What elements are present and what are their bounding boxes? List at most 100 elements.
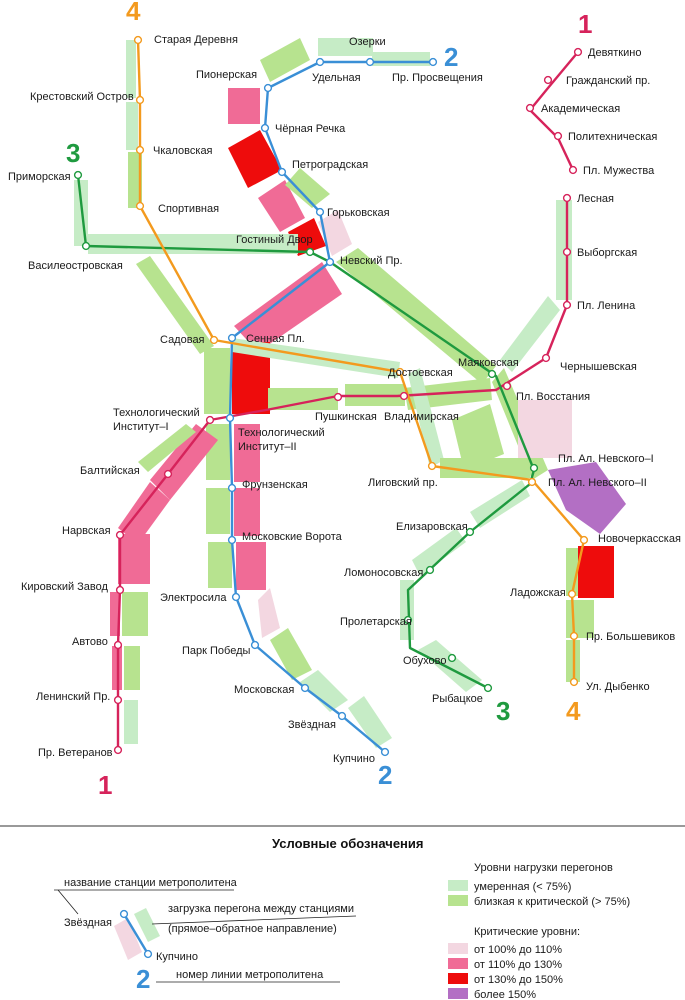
station-frunzenskaya[interactable] bbox=[227, 483, 237, 493]
label-primorskaya: Приморская bbox=[8, 171, 71, 183]
station-ozerki[interactable] bbox=[365, 57, 375, 67]
station-baltiyskaya[interactable] bbox=[163, 469, 173, 479]
load-band bbox=[440, 458, 530, 478]
load-band bbox=[118, 534, 150, 584]
load-band bbox=[234, 488, 260, 536]
load-band bbox=[578, 546, 614, 598]
station-lenina[interactable] bbox=[562, 300, 572, 310]
station-obukhovo[interactable] bbox=[447, 653, 457, 663]
station-vosstaniya[interactable] bbox=[502, 381, 512, 391]
load-band bbox=[318, 210, 352, 256]
station-dybenko[interactable] bbox=[569, 677, 579, 687]
station-nevsky[interactable] bbox=[325, 257, 335, 267]
station-lesnaya[interactable] bbox=[562, 193, 572, 203]
station-elizarovskaya[interactable] bbox=[465, 527, 475, 537]
load-band bbox=[136, 256, 214, 354]
label-devyatkino: Девяткино bbox=[588, 47, 641, 59]
label-gorkovskaya: Горьковская bbox=[327, 207, 390, 219]
station-chkalovskaya[interactable] bbox=[135, 145, 145, 155]
load-band bbox=[206, 424, 230, 480]
label-chyornaya: Чёрная Речка bbox=[275, 123, 346, 135]
station-veteranov[interactable] bbox=[113, 745, 123, 755]
station-novocherkasskaya[interactable] bbox=[579, 535, 589, 545]
station-prosvescheniya[interactable] bbox=[428, 57, 438, 67]
station-pushkinskaya[interactable] bbox=[333, 392, 343, 402]
station-primorskaya[interactable] bbox=[73, 170, 83, 180]
station-parkpobedy[interactable] bbox=[250, 640, 260, 650]
station-ligovsky[interactable] bbox=[427, 461, 437, 471]
station-tekhnolog2[interactable] bbox=[225, 413, 235, 423]
station-bolshevikov[interactable] bbox=[569, 631, 579, 641]
legend-title: Условные обозначения bbox=[272, 836, 423, 851]
station-nevskogo2[interactable] bbox=[527, 477, 537, 487]
station-kirovsky[interactable] bbox=[115, 585, 125, 595]
station-sennaya[interactable] bbox=[227, 333, 237, 343]
label-vladimirskaya: Владимирская bbox=[384, 411, 459, 423]
station-sadovaya[interactable] bbox=[209, 335, 219, 345]
station-leninsky[interactable] bbox=[113, 695, 123, 705]
station-ladozhskaya[interactable] bbox=[567, 589, 577, 599]
label-tekhnolog2-a: Технологический bbox=[238, 427, 325, 439]
station-muzhestva[interactable] bbox=[568, 165, 578, 175]
station-sportivnaya[interactable] bbox=[135, 201, 145, 211]
label-pushkinskaya: Пушкинская bbox=[315, 411, 377, 423]
station-chyornaya[interactable] bbox=[260, 123, 270, 133]
legend-sample-station-2 bbox=[143, 949, 153, 959]
station-gorkovskaya[interactable] bbox=[315, 207, 325, 217]
station-gostiny[interactable] bbox=[305, 247, 315, 257]
station-krestovsky[interactable] bbox=[135, 95, 145, 105]
label-tekhnolog1-a: Технологический bbox=[113, 407, 200, 419]
station-akademicheskaya[interactable] bbox=[525, 103, 535, 113]
label-sennaya: Сенная Пл. bbox=[246, 333, 305, 345]
station-vasileostrovskaya[interactable] bbox=[81, 241, 91, 251]
label-narvskaya: Нарвская bbox=[62, 525, 111, 537]
station-elektrosila[interactable] bbox=[231, 592, 241, 602]
station-mosvorota[interactable] bbox=[227, 535, 237, 545]
station-pionerskaya[interactable] bbox=[263, 83, 273, 93]
load-band bbox=[206, 488, 230, 534]
label-tekhnolog1-b: Институт–I bbox=[113, 421, 169, 433]
station-vyborgskaya[interactable] bbox=[562, 247, 572, 257]
station-rybatskoye[interactable] bbox=[483, 683, 493, 693]
station-staraya[interactable] bbox=[133, 35, 143, 45]
station-narvskaya[interactable] bbox=[115, 530, 125, 540]
station-proletarskaya[interactable] bbox=[403, 615, 413, 625]
label-ligovsky: Лиговский пр. bbox=[368, 477, 438, 489]
station-chernyshevskaya[interactable] bbox=[541, 353, 551, 363]
station-kupchino[interactable] bbox=[380, 747, 390, 757]
load-band bbox=[138, 424, 196, 472]
legend-example-station-2: Купчино bbox=[156, 951, 198, 963]
label-zvyozdnaya: Звёздная bbox=[288, 719, 336, 731]
legend-swatch-near-critical bbox=[448, 895, 468, 906]
legend-load-note-2: (прямое–обратное направление) bbox=[168, 923, 337, 935]
line-number-2-north: 2 bbox=[444, 42, 458, 72]
label-elizarovskaya: Елизаровская bbox=[396, 521, 468, 533]
station-lomonosovskaya[interactable] bbox=[425, 565, 435, 575]
load-band bbox=[260, 38, 310, 82]
load-band bbox=[566, 600, 594, 638]
station-vladimirskaya[interactable] bbox=[399, 391, 409, 401]
station-tekhnolog1[interactable] bbox=[205, 415, 215, 425]
label-rybatskoye: Рыбацкое bbox=[432, 693, 483, 705]
station-nevskogo1[interactable] bbox=[529, 463, 539, 473]
label-krestovsky: Крестовский Остров bbox=[30, 91, 134, 103]
station-politekhnicheskaya[interactable] bbox=[553, 131, 563, 141]
station-moskovskaya[interactable] bbox=[300, 683, 310, 693]
label-frunzenskaya: Фрунзенская bbox=[242, 479, 308, 491]
legend-crit-130-150: от 130% до 150% bbox=[474, 974, 563, 986]
legend-station-name-note: название станции метрополитена bbox=[64, 877, 238, 889]
label-staraya: Старая Деревня bbox=[154, 34, 238, 46]
station-dostoevskaya[interactable] bbox=[395, 367, 405, 377]
station-devyatkino[interactable] bbox=[573, 47, 583, 57]
load-band bbox=[124, 646, 140, 690]
station-zvyozdnaya[interactable] bbox=[337, 711, 347, 721]
label-akademicheskaya: Академическая bbox=[541, 103, 620, 115]
station-grazhdansky[interactable] bbox=[543, 75, 553, 85]
station-avtovo[interactable] bbox=[113, 640, 123, 650]
station-udelnaya[interactable] bbox=[315, 57, 325, 67]
legend-swatch-100-110 bbox=[448, 943, 468, 954]
load-bands bbox=[74, 38, 626, 748]
line-numbers: 1 1 2 2 3 3 4 4 bbox=[66, 0, 592, 800]
station-mayakovskaya[interactable] bbox=[487, 369, 497, 379]
station-petrogradskaya[interactable] bbox=[277, 167, 287, 177]
